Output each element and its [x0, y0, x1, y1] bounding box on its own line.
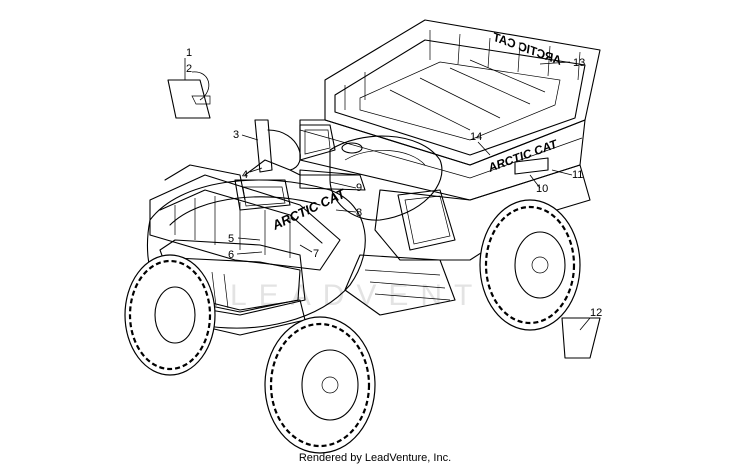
callout-7: 7: [313, 248, 319, 260]
callout-9: 9: [356, 182, 362, 194]
callout-2: 2: [186, 63, 192, 75]
rear-fender-decal-text: ARCTIC CAT: [485, 136, 560, 175]
callout-14: 14: [470, 131, 482, 143]
callout-8: 8: [356, 207, 362, 219]
footwell: [344, 254, 456, 316]
rear-right-wheel: [479, 199, 581, 331]
callout-13: 13: [573, 57, 585, 69]
callout-6: 6: [228, 249, 234, 261]
front-left-wheel: [124, 254, 216, 376]
callout-numbers: 1 2 3 4 5 6 7 8 9 10 11 12 13 14: [186, 47, 602, 319]
callout-12: 12: [590, 307, 602, 319]
callout-11: 11: [572, 169, 583, 181]
front-right-wheel: [264, 316, 376, 454]
leader-lines: [184, 58, 591, 331]
hood-decal-text: ARCTIC CAT: [269, 186, 348, 234]
seat-and-tank: [329, 135, 443, 221]
callout-1: 1: [186, 47, 192, 59]
decal-14: [514, 157, 549, 175]
callout-10: 10: [536, 183, 548, 195]
decal-12: [561, 317, 601, 359]
rear-cargo-box: [299, 19, 601, 201]
handlebar-assembly: [234, 119, 366, 211]
callout-4: 4: [242, 169, 248, 181]
front-rack: [149, 164, 341, 271]
decal-flag: [167, 79, 211, 119]
rack-decal-text: ARCTIC CAT: [489, 29, 564, 68]
callout-5: 5: [228, 233, 234, 245]
footer-credit: Rendered by LeadVenture, Inc.: [298, 452, 452, 464]
callout-3: 3: [233, 129, 239, 141]
